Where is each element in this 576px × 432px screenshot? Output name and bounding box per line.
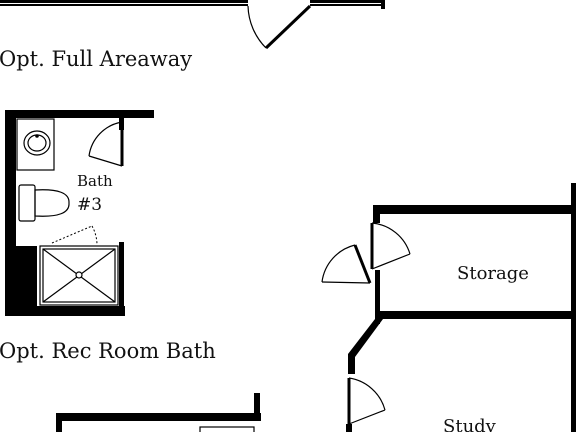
shower-door	[51, 225, 98, 245]
storage-label: Storage	[457, 263, 529, 284]
bath-label: Bath	[77, 172, 113, 190]
bath-3-walls	[5, 110, 154, 316]
bath-number-label: #3	[77, 195, 102, 215]
study-label: Study	[443, 416, 497, 432]
shower-icon	[39, 245, 119, 306]
bath-door-swing	[88, 121, 124, 167]
top-door-swing	[247, 4, 312, 50]
rec-room-bath-label: Opt. Rec Room Bath	[0, 339, 216, 363]
top-wall	[0, 0, 385, 9]
study-walls	[346, 319, 383, 432]
storage-door-swing	[321, 222, 411, 284]
storage-walls	[373, 183, 576, 432]
sink-icon	[16, 118, 55, 171]
study-door-swing	[347, 377, 386, 425]
toilet-icon	[18, 184, 70, 222]
areaway-label: Opt. Full Areaway	[0, 47, 192, 71]
bottom-room-walls	[56, 393, 261, 432]
bottom-fixture	[199, 426, 255, 432]
